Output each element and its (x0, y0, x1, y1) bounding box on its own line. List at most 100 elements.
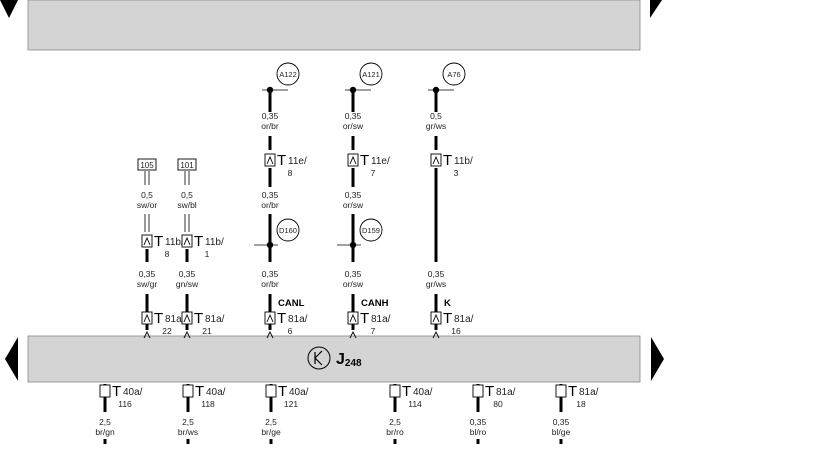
wire-w105-seg-1-size: 0,35 (139, 269, 156, 279)
wire-a121-seg-1-size: 0,35 (345, 190, 362, 200)
bottom-wire-2-label-size: 2,5 (182, 417, 194, 427)
wire-w105-plug2-pin: 22 (162, 326, 172, 336)
bottom-wire-2-plug-connector-icon (182, 384, 194, 398)
bottom-wire-5-plug-name: T (485, 383, 494, 400)
wire-a122-seg-2-size: 0,35 (262, 269, 279, 279)
wire-a76-node-label: A76 (447, 70, 460, 79)
wire-a121-plug2-sub: 81a/ (371, 314, 391, 325)
wire-a121-plug2-name: T (360, 310, 369, 327)
wire-a121-seg-0-size: 0,35 (345, 111, 362, 121)
wire-w105-seg-0-color: sw/or (137, 200, 157, 210)
bottom-wire-4-label-color: br/ro (386, 427, 404, 437)
svg-text:J248: J248 (336, 351, 362, 369)
bottom-wire-3-label-color: br/ge (261, 427, 281, 437)
wire-a122-splice-label: D160 (279, 226, 297, 235)
wire-w105-ref-label: 105 (140, 161, 154, 170)
wire-w105-plug1-name: T (154, 233, 163, 250)
wire-w105-ref (137, 158, 157, 171)
bottom-wire-1-plug-connector-icon (99, 384, 111, 398)
wire-w101-seg-1-size: 0,35 (179, 269, 196, 279)
wire-a121-plug2-pin-icon (349, 313, 357, 323)
wire-a121-splice (359, 218, 383, 242)
wire-a122-entry-arrow-icon (266, 330, 274, 339)
control-unit-label: J248 (307, 346, 362, 370)
wire-a122-seg-1-color: or/br (261, 200, 279, 210)
bottom-wire-1-label-color: br/gn (95, 427, 115, 437)
bottom-wire-2-plug-pin: 118 (201, 399, 215, 409)
wire-w101-plug1-sub: 11b/ (205, 237, 224, 248)
wire-a122-seg-1-size: 0,35 (262, 190, 279, 200)
wire-w105-plug1-pin: 8 (165, 249, 170, 259)
nav-left-arrow-icon[interactable] (5, 337, 18, 381)
wire-w105-plug2-connector-icon (141, 311, 153, 325)
wire-w105-plug1-sub: 11b/ (165, 237, 184, 248)
wire-a122-seg-0-size: 0,35 (262, 111, 279, 121)
wire-w101-plug2-name: T (194, 310, 203, 327)
bottom-wire-6-plug-name: T (568, 383, 577, 400)
wire-a122-plug1-connector-icon (264, 153, 276, 167)
wire-w101-ref (177, 158, 197, 171)
wire-a122-node-label: A122 (279, 70, 297, 79)
wire-a121-seg-0-color: or/sw (343, 121, 364, 131)
wire-a121-seg-1-color: or/sw (343, 200, 364, 210)
wire-a76-plug1-pin: 3 (454, 168, 459, 178)
bottom-wire-5-plug-connector-icon (472, 384, 484, 398)
wire-w105-seg-0-size: 0,5 (141, 190, 153, 200)
wire-a76-seg-0-color: gr/ws (426, 121, 446, 131)
nav-right-arrow-icon[interactable] (651, 337, 664, 381)
wire-w105-plug2-name: T (154, 310, 163, 327)
bottom-wire-4-plug-pin: 114 (408, 399, 422, 409)
wire-w101-plug1-pin-icon (183, 236, 191, 246)
wire-a122-plug1-pin-icon (266, 155, 274, 165)
wire-w101-plug1-connector-icon (181, 234, 193, 248)
wire-a122-plug2-pin-icon (266, 313, 274, 323)
wire-w101-plug2-sub: 81a/ (205, 314, 225, 325)
wire-a121-node-label: A121 (362, 70, 380, 79)
wire-a76-seg-0-size: 0,5 (430, 111, 442, 121)
wire-a76-plug1-pin-icon (432, 155, 440, 165)
control-unit-panel (27, 335, 641, 383)
wire-a76-plug2-connector-icon (430, 311, 442, 325)
wire-a121-plug2-pin: 7 (371, 326, 376, 336)
control-unit-number: 248 (345, 358, 362, 369)
bottom-wire-2-plug-name: T (195, 383, 204, 400)
wire-w101-seg-0-color: sw/bl (177, 200, 196, 210)
wire-w101-plug2-pin: 21 (202, 326, 212, 336)
wire-w101-seg-1-color: gn/sw (176, 279, 199, 289)
wire-a121-plug1-name: T (360, 152, 369, 169)
bottom-wire-6-plug-sub: 81a/ (579, 387, 599, 398)
wire-a76-seg-1-color: gr/ws (426, 279, 446, 289)
wire-a76-plug1-sub: 11b/ (454, 156, 473, 167)
wire-w105-entry-arrow-icon (143, 330, 151, 339)
wire-a122-plug1-pin: 8 (288, 168, 293, 178)
bottom-wire-1-plug-name: T (112, 383, 121, 400)
wire-a122-signal: CANL (278, 298, 305, 309)
wire-w101-seg-0-size: 0,5 (181, 190, 193, 200)
wire-a76-seg-1-size: 0,35 (428, 269, 445, 279)
wire-a76-plug2-pin-icon (432, 313, 440, 323)
bottom-wire-4-plug-name: T (402, 383, 411, 400)
nav-right-arrow-top-icon[interactable] (650, 0, 662, 18)
nav-left-arrow-top-icon[interactable] (0, 0, 18, 18)
bottom-wire-3-plug-name: T (278, 383, 287, 400)
wire-a121-signal: CANH (361, 298, 389, 309)
wire-a76-plug1-name: T (443, 152, 452, 169)
bottom-wire-3-plug-connector-icon (265, 384, 277, 398)
bottom-wire-4-label-size: 2,5 (389, 417, 401, 427)
bottom-wire-5-label-size: 0,35 (470, 417, 487, 427)
wire-w101-plug1-name: T (194, 233, 203, 250)
wire-a121-plug1-sub: 11e/ (371, 156, 390, 167)
wire-a76-entry-arrow-icon (432, 330, 440, 339)
wire-w101-plug2-connector-icon (181, 311, 193, 325)
wire-a121-plug1-pin: 7 (371, 168, 376, 178)
wire-a122-splice (276, 218, 300, 242)
wire-a76-plug2-name: T (443, 310, 452, 327)
wire-a76-plug1-connector-icon (430, 153, 442, 167)
wire-a121-plug2-connector-icon (347, 311, 359, 325)
wire-w101-plug2-pin-icon (183, 313, 191, 323)
wire-a76-node (442, 62, 466, 86)
wire-w105-plug1-connector-icon (141, 234, 153, 248)
wire-a121-seg-2-color: or/sw (343, 279, 364, 289)
wire-a122-plug1-name: T (277, 152, 286, 169)
control-unit-name: J (336, 351, 345, 368)
